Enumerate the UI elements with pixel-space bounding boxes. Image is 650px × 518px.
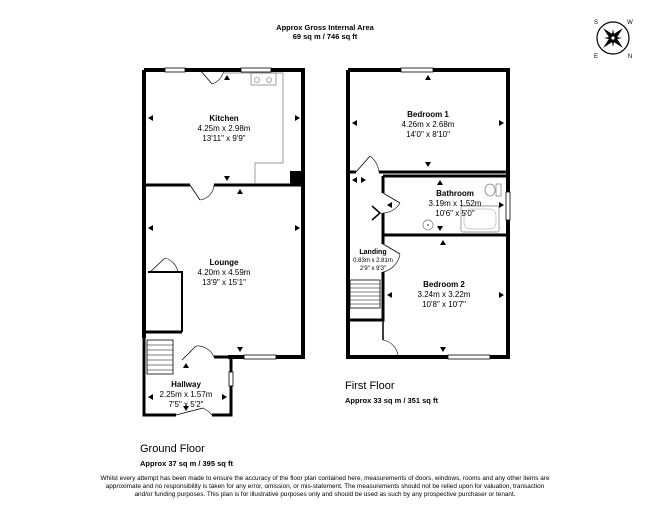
floor-plan-drawing: S W E N — [142, 20, 633, 417]
compass-s-label: S — [594, 20, 598, 26]
room-name-bedroom-2: Bedroom 2 — [423, 280, 465, 289]
room-metric-lounge: 4.20m x 4.59m — [198, 268, 251, 277]
room-metric-kitchen: 4.25m x 2.98m — [198, 124, 251, 133]
ground-floor-area: Approx 37 sq m / 395 sq ft — [140, 459, 233, 468]
room-imperial-bedroom-1: 14'0" x 8'10" — [406, 130, 450, 139]
disclaimer-text: Whilst every attempt has been made to en… — [100, 475, 550, 499]
compass-w-label: W — [627, 20, 633, 26]
room-imperial-landing: 2'9" x 9'3" — [360, 266, 386, 272]
room-name-lounge: Lounge — [210, 258, 239, 267]
room-metric-hallway: 2.25m x 1.57m — [160, 390, 213, 399]
compass-e-label: E — [594, 54, 598, 60]
room-imperial-bedroom-2: 10'8" x 10'7" — [422, 300, 466, 309]
gross-area-title: Approx Gross Internal Area — [276, 23, 374, 32]
room-metric-bathroom: 3.19m x 1.52m — [429, 199, 482, 208]
first-floor-plan — [346, 67, 511, 360]
ground-floor-title: Ground Floor — [140, 443, 205, 455]
gross-area-value: 69 sq m / 746 sq ft — [292, 32, 358, 41]
first-floor-title: First Floor — [345, 380, 395, 392]
room-name-hallway: Hallway — [171, 380, 201, 389]
compass-n-label: N — [628, 54, 632, 60]
room-imperial-bathroom: 10'6" x 5'0" — [435, 209, 475, 218]
room-name-kitchen: Kitchen — [209, 114, 238, 123]
room-name-bedroom-1: Bedroom 1 — [407, 110, 449, 119]
first-floor-area: Approx 33 sq m / 351 sq ft — [345, 396, 438, 405]
room-imperial-lounge: 13'9" x 15'1" — [202, 278, 246, 287]
room-imperial-kitchen: 13'11" x 9'9" — [202, 134, 245, 143]
ground-floor-plan — [142, 67, 305, 417]
room-imperial-hallway: 7'5" x 5'2" — [169, 400, 204, 409]
room-metric-landing: 0.83m x 2.81m — [353, 258, 393, 264]
room-metric-bedroom-1: 4.26m x 2.68m — [402, 120, 455, 129]
room-name-bathroom: Bathroom — [436, 189, 474, 198]
room-name-landing: Landing — [359, 249, 386, 256]
room-metric-bedroom-2: 3.24m x 3.22m — [418, 290, 471, 299]
compass-icon: S W E N — [594, 20, 633, 60]
